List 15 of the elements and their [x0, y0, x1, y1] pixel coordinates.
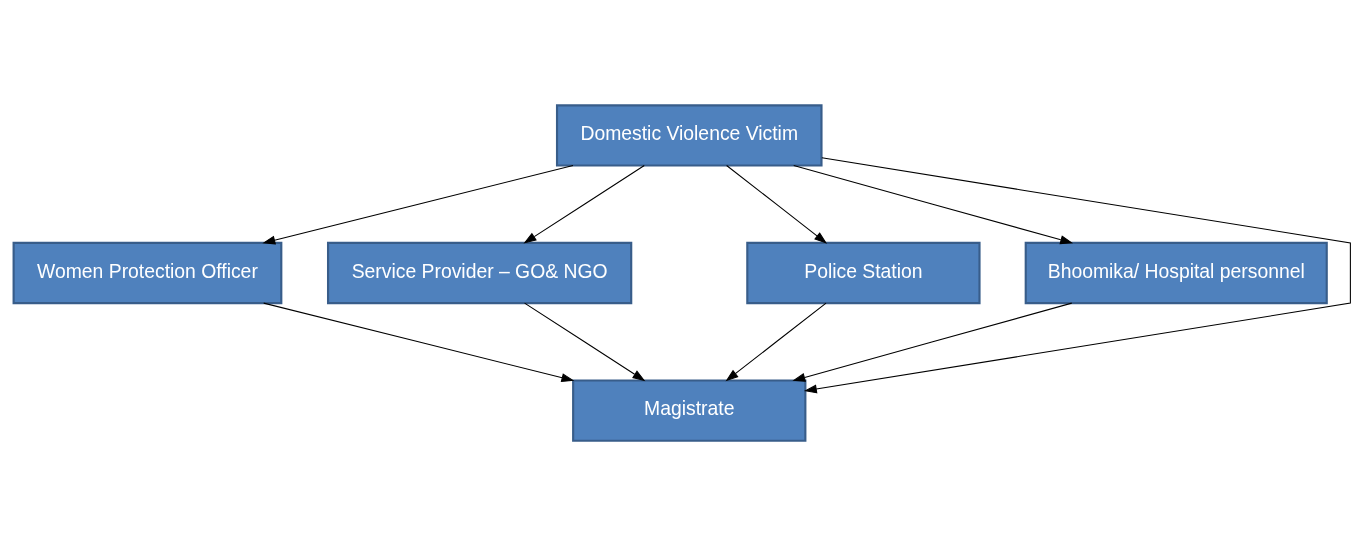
- node-box: Magistrate: [572, 378, 807, 442]
- arrow: [262, 164, 574, 244]
- arrow: [793, 164, 1074, 244]
- arrow: [523, 164, 645, 244]
- arrow: [524, 302, 646, 381]
- node-box: Domestic Violence Victim: [555, 103, 823, 167]
- node-box: Bhoomika/ Hospital personnel: [1024, 241, 1328, 304]
- arrow: [725, 302, 827, 381]
- arrow: [792, 302, 1073, 382]
- node-box: Police Station: [746, 241, 981, 304]
- node-box: Service Provider – GO& NGO: [327, 241, 633, 304]
- arrow: [263, 302, 575, 382]
- arrow: [803, 156, 1351, 393]
- node-box: Women Protection Officer: [12, 241, 283, 304]
- arrow: [726, 164, 828, 244]
